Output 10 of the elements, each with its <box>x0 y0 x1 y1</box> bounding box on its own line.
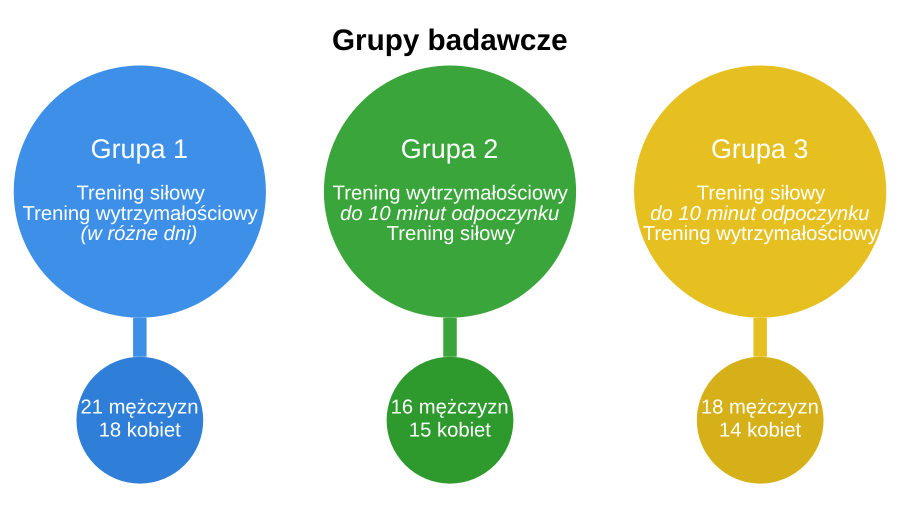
node-circle: 18 mężczyzn 14 kobiet <box>696 356 824 484</box>
connector <box>753 318 767 357</box>
diagram-title: Grupy badawcze <box>332 24 568 58</box>
node-circle: 16 mężczyzn 15 kobiet <box>386 356 514 484</box>
connector <box>443 318 457 357</box>
node-circle: Grupa 2 Trening wytrzymałościowy do 10 minut odpoczynku Trening siłowy <box>324 66 576 318</box>
node-circle: Grupa 3 Trening siłowy do 10 minut odpoczynku Trening wytrzymałościowy <box>634 66 886 318</box>
node-circle: Grupa 1 Trening siłowy Trening wytrzymałościowy (w różne dni) <box>14 66 266 318</box>
connector <box>133 318 147 357</box>
node-circle: 21 mężczyzn 18 kobiet <box>76 356 204 484</box>
